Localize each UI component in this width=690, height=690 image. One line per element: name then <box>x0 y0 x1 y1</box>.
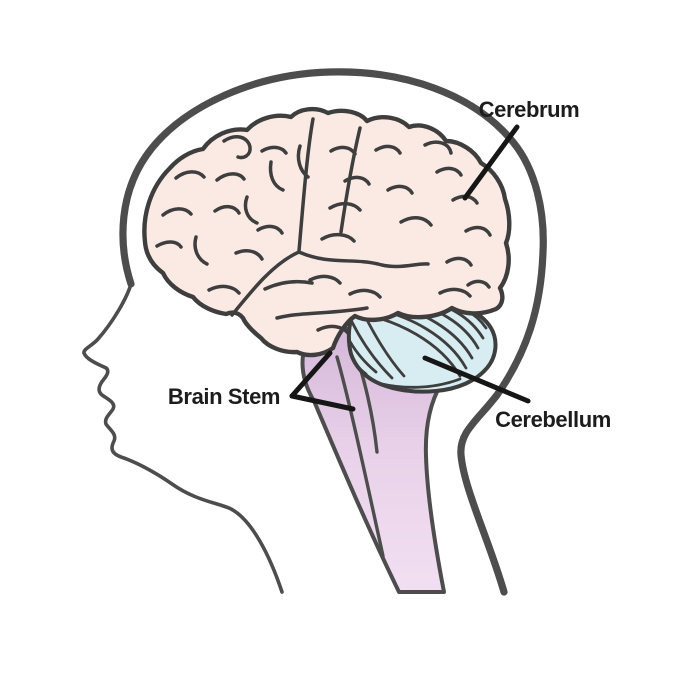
gyri-sulci-lines <box>155 117 492 335</box>
cerebrum-pointer-line <box>462 124 520 201</box>
head-outline-group <box>82 68 547 596</box>
brainstem-inner-line-1 <box>335 355 385 558</box>
brainstem-pointer-line-lower <box>289 393 356 412</box>
brain-stem-label: Brain Stem <box>168 384 280 409</box>
brainstem-pointer-line-upper <box>289 350 333 399</box>
face-profile <box>82 282 284 594</box>
cerebrum-label: Cerebrum <box>479 97 580 122</box>
cerebellum-label: Cerebellum <box>495 407 611 432</box>
pointer-lines <box>289 124 531 412</box>
cerebellum-pointer-line <box>422 355 531 404</box>
cerebrum-group <box>142 106 512 358</box>
cerebrum-shape <box>142 106 512 358</box>
skull-outline <box>119 68 547 596</box>
labels: Cerebrum Brain Stem Cerebellum <box>168 97 611 432</box>
